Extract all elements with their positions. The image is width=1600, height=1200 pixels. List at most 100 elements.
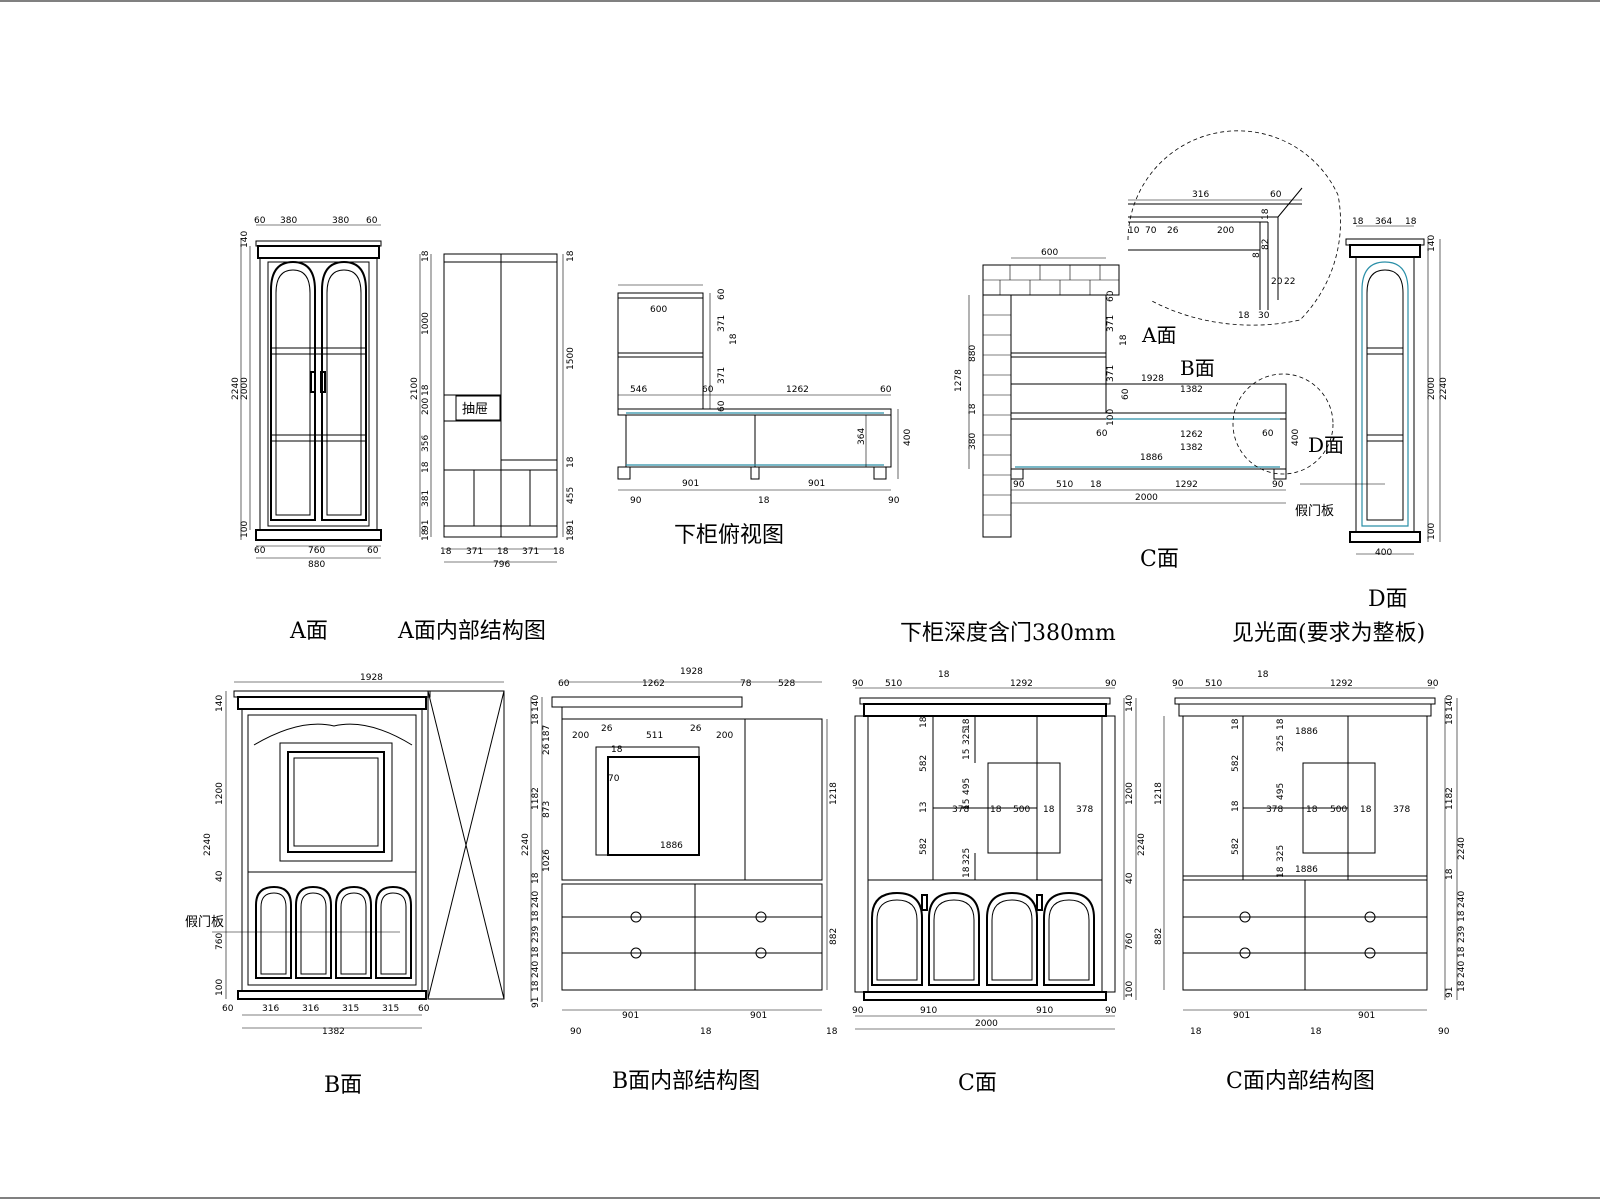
dim-bi-left-14: 18 [531, 980, 541, 992]
lower-top-view [617, 284, 899, 491]
dim-tv-bottom-0: 90 [630, 496, 642, 506]
caption-d-face: D面 [1368, 587, 1408, 612]
dim-c-right-8: 400 [1291, 429, 1301, 446]
dim-ai-left-6: 18 [421, 461, 431, 473]
dim-c-bottom-4: 90 [1272, 480, 1284, 490]
dim-a-top-2: 380 [332, 216, 349, 226]
dim-bi-top-4: 528 [778, 679, 795, 689]
dim-bi-left-5: 873 [542, 801, 552, 818]
dim-c-top-0: 600 [1041, 248, 1058, 258]
dim-a-left-1: 2000 [240, 377, 250, 400]
dim-ai-right-0: 18 [566, 250, 576, 262]
c-internal-dimensions: 90 510 18 1292 90 1886 1218 882 18 582 1… [1154, 670, 1467, 1037]
dim-ci-inner-2: 495 [1276, 783, 1286, 800]
dim-d-right-2: 2240 [1439, 377, 1449, 400]
dim-cf-top-2: 18 [938, 670, 950, 680]
dim-c-right-7: 60 [1262, 429, 1274, 439]
dim-ci-top-3: 1292 [1330, 679, 1353, 689]
dim-b-left-4: 760 [215, 933, 225, 950]
dim-detail-1: 60 [1270, 190, 1282, 200]
dim-detail-3: 70 [1145, 226, 1157, 236]
dim-tv-top-3: 1262 [786, 385, 809, 395]
d-face-dimensions: 18 364 18 140 2000 2240 100 400 [1352, 217, 1449, 558]
dim-cf-inner-10: 18 [962, 866, 972, 878]
dim-bi-left-9: 240 [531, 891, 541, 908]
dim-ci-bottom-4: 90 [1438, 1027, 1450, 1037]
dim-ci-right-9: 240 [1457, 961, 1467, 978]
dim-cf-inner-5: 325 [962, 728, 972, 745]
dim-bi-bottom-0: 90 [570, 1027, 582, 1037]
dim-ci-top-0: 90 [1172, 679, 1184, 689]
dim-d-right-3: 100 [1427, 523, 1437, 540]
a-face-dimensions: 60 380 380 60 140 2000 2240 100 60 760 6… [231, 216, 379, 570]
dim-tv-right-3: 371 [717, 367, 727, 384]
dim-a-bottom-2: 60 [367, 546, 379, 556]
dim-b-bottom-0: 60 [222, 1004, 234, 1014]
dim-cf-bottom-0: 90 [852, 1006, 864, 1016]
dim-d-top-2: 18 [1405, 217, 1417, 227]
dim-b-left-5: 100 [215, 979, 225, 996]
dim-bi-top-3: 78 [740, 679, 752, 689]
dim-a-bottom-1: 760 [308, 546, 325, 556]
b-face-mark: B面 [1180, 356, 1215, 380]
dim-detail-9: 20 [1271, 277, 1283, 287]
b-internal-structure [530, 681, 828, 1011]
dim-ci-right-5: 240 [1457, 891, 1467, 908]
dim-ci-left-2: 18 [1231, 718, 1241, 730]
dim-tv-top-0: 600 [650, 305, 667, 315]
d-face-mark: D面 [1308, 433, 1344, 457]
dim-ci-right-11: 18 [1457, 980, 1467, 992]
dim-bi-left-12: 18 [531, 946, 541, 958]
dim-ci-inner-7: 500 [1330, 805, 1347, 815]
dim-bi-left-8: 18 [531, 872, 541, 884]
dim-ci-right-7: 239 [1457, 926, 1467, 943]
dim-cf-right-4: 760 [1125, 933, 1135, 950]
fake-door-label-b: 假门板 [185, 915, 224, 930]
top-view-dimensions: 600 546 60 1262 60 60 371 18 371 60 364 … [630, 288, 913, 506]
dim-bi-left-6: 2240 [521, 833, 531, 856]
dim-ci-left-5: 582 [1231, 838, 1241, 855]
dim-cf-top-1: 510 [885, 679, 902, 689]
dim-a-left-0: 140 [240, 231, 250, 248]
dim-b-top-0: 1928 [360, 673, 383, 683]
dim-c-right-6: 60 [1096, 429, 1108, 439]
dim-ci-left-4: 18 [1231, 800, 1241, 812]
c-face-elevation [854, 687, 1137, 1030]
dim-ai-bottom-3: 371 [522, 547, 539, 557]
dim-cf-inner-12: 18 [990, 805, 1002, 815]
b-face-dimensions: 1928 140 1200 2240 40 760 100 60 316 316… [203, 673, 430, 1037]
dim-b-bottom-6: 1382 [322, 1027, 345, 1037]
dim-ai-right-2: 18 [566, 456, 576, 468]
dim-bi-bottom-1: 901 [622, 1011, 639, 1021]
dim-c-left-3: 380 [968, 433, 978, 450]
dim-c-bottom-5: 2000 [1135, 493, 1158, 503]
dim-cf-inner-0: 18 [919, 716, 929, 728]
dim-a-bottom-0: 60 [254, 546, 266, 556]
dim-ci-right-2: 1182 [1445, 787, 1455, 810]
dim-bi-bottom-3: 901 [750, 1011, 767, 1021]
dim-ai-right-1: 1500 [566, 347, 576, 370]
dim-b-bottom-1: 316 [262, 1004, 279, 1014]
dim-bi-top-1: 60 [558, 679, 570, 689]
dim-cf-inner-13: 500 [1013, 805, 1030, 815]
dim-detail-7: 82 [1261, 239, 1271, 250]
dim-tv-bottom-2: 18 [758, 496, 770, 506]
dim-ai-right-4: 91 [566, 520, 576, 531]
dim-cf-inner-15: 378 [1076, 805, 1093, 815]
dim-ai-bottom-5: 796 [493, 560, 510, 570]
dim-bi-inner-1: 26 [601, 724, 613, 734]
dim-a-left-2: 2240 [231, 377, 241, 400]
dim-bi-left-4: 1182 [531, 787, 541, 810]
dim-a-top-3: 60 [366, 216, 378, 226]
dim-bi-inner-5: 18 [611, 745, 623, 755]
dim-bi-left-7: 1026 [542, 849, 552, 872]
dim-ci-right-4: 2240 [1457, 837, 1467, 860]
caption-a-face: A面 [289, 619, 328, 644]
dim-cf-bottom-3: 90 [1105, 1006, 1117, 1016]
dim-ai-bottom-0: 18 [440, 547, 452, 557]
dim-cf-bottom-2: 910 [1036, 1006, 1053, 1016]
dim-ai-bottom-2: 18 [497, 547, 509, 557]
dim-tv-right-6: 400 [903, 429, 913, 446]
